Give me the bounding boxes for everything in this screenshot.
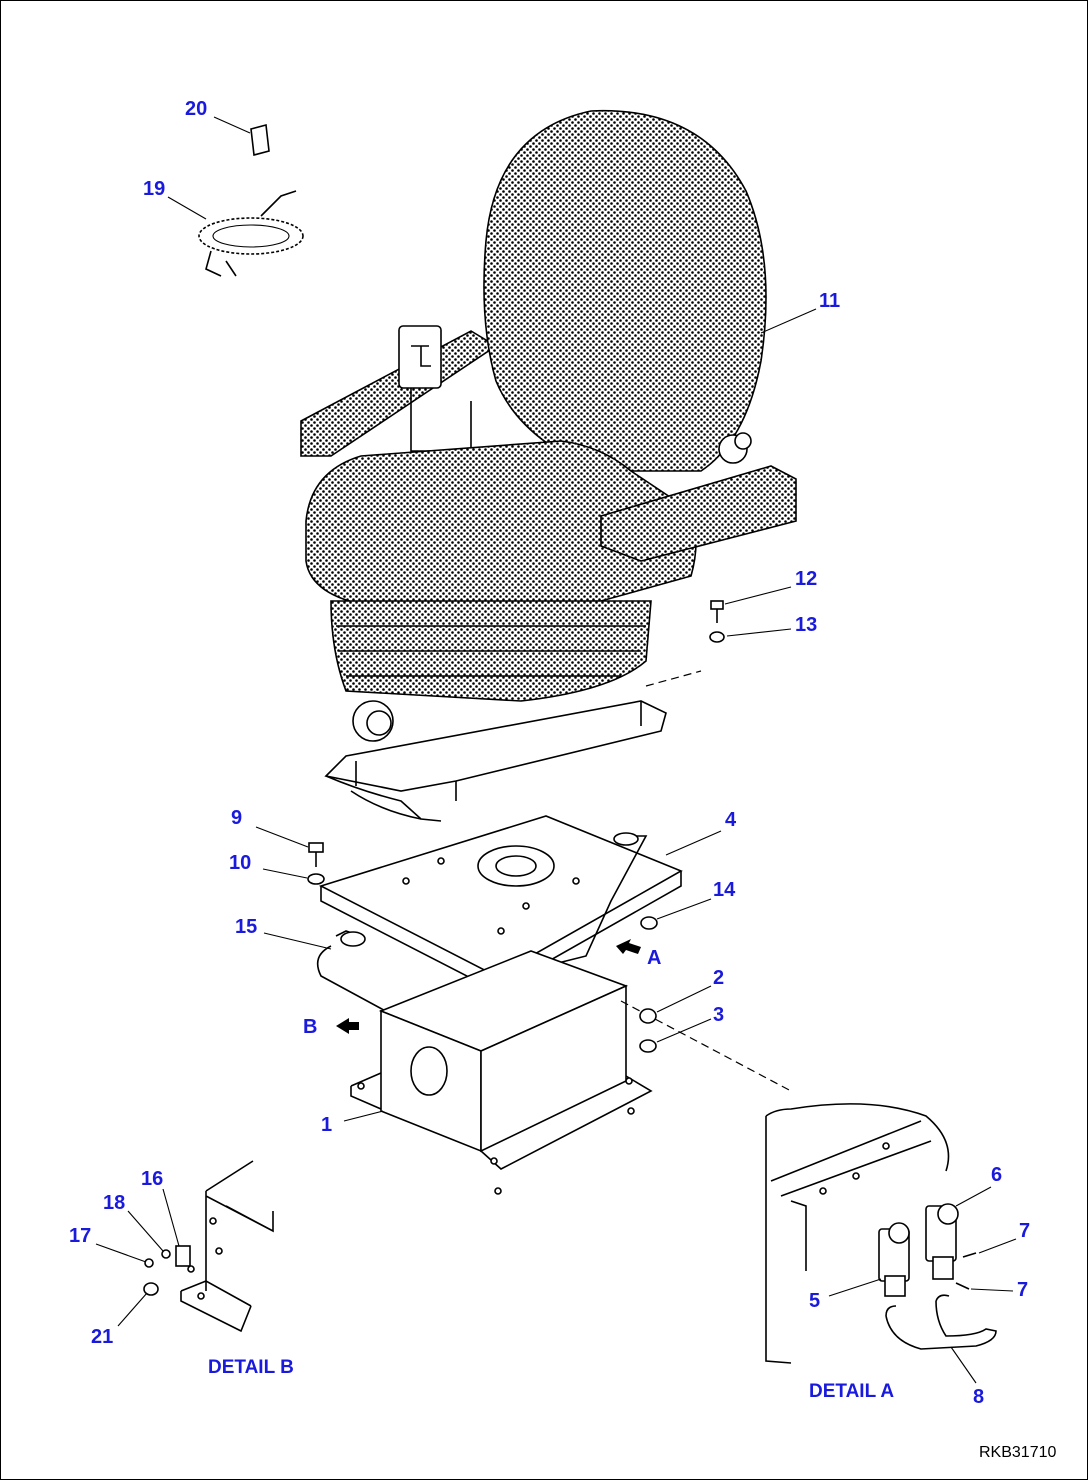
- operator-seat: [300, 109, 797, 822]
- nut-2: [639, 1008, 657, 1024]
- callout-13: 13: [795, 614, 817, 636]
- callout-20: 20: [185, 98, 207, 120]
- callout-9: 9: [231, 807, 242, 829]
- washer-13: [709, 631, 725, 643]
- callout-11: 11: [819, 290, 840, 312]
- callout-6: 6: [991, 1164, 1002, 1186]
- callout-8: 8: [973, 1386, 984, 1408]
- callout-4: 4: [725, 809, 737, 831]
- callout-21: 21: [91, 1326, 113, 1348]
- callout-7-upper: 7: [1019, 1220, 1030, 1242]
- callout-16: 16: [141, 1168, 163, 1190]
- bolt-12: [710, 600, 724, 623]
- callout-7-lower: 7: [1017, 1279, 1028, 1301]
- callout-5: 5: [809, 1290, 820, 1312]
- callout-17: 17: [69, 1225, 91, 1247]
- washer-3: [639, 1039, 657, 1053]
- detail-a-drawing: [765, 1103, 997, 1364]
- callout-12: 12: [795, 568, 817, 590]
- view-marker-b: B: [303, 1016, 317, 1038]
- callout-2: 2: [713, 967, 724, 989]
- wiring-harness-19: [198, 190, 304, 277]
- callout-10: 10: [229, 852, 251, 874]
- detail-b-drawing: [143, 1160, 274, 1333]
- detail-b-title: DETAIL B: [208, 1357, 294, 1378]
- leader-lines: [95, 116, 1017, 1384]
- callout-14: 14: [713, 879, 736, 901]
- detail-a-title: DETAIL A: [809, 1381, 894, 1402]
- nut-14: [640, 916, 658, 930]
- seat-stand: [350, 950, 653, 1195]
- mount-plate: [318, 815, 683, 992]
- view-a-arrow: [616, 939, 641, 954]
- callout-18: 18: [103, 1192, 125, 1214]
- callout-15: 15: [235, 916, 257, 938]
- bolt-9: [308, 842, 324, 867]
- callout-19: 19: [143, 178, 165, 200]
- plate-20: [250, 123, 270, 157]
- view-b-arrow: [336, 1018, 359, 1034]
- callout-3: 3: [713, 1004, 724, 1026]
- view-marker-a: A: [647, 947, 661, 969]
- drawing-code: RKB31710: [979, 1444, 1056, 1461]
- callout-1: 1: [321, 1114, 332, 1136]
- washer-10: [307, 873, 325, 885]
